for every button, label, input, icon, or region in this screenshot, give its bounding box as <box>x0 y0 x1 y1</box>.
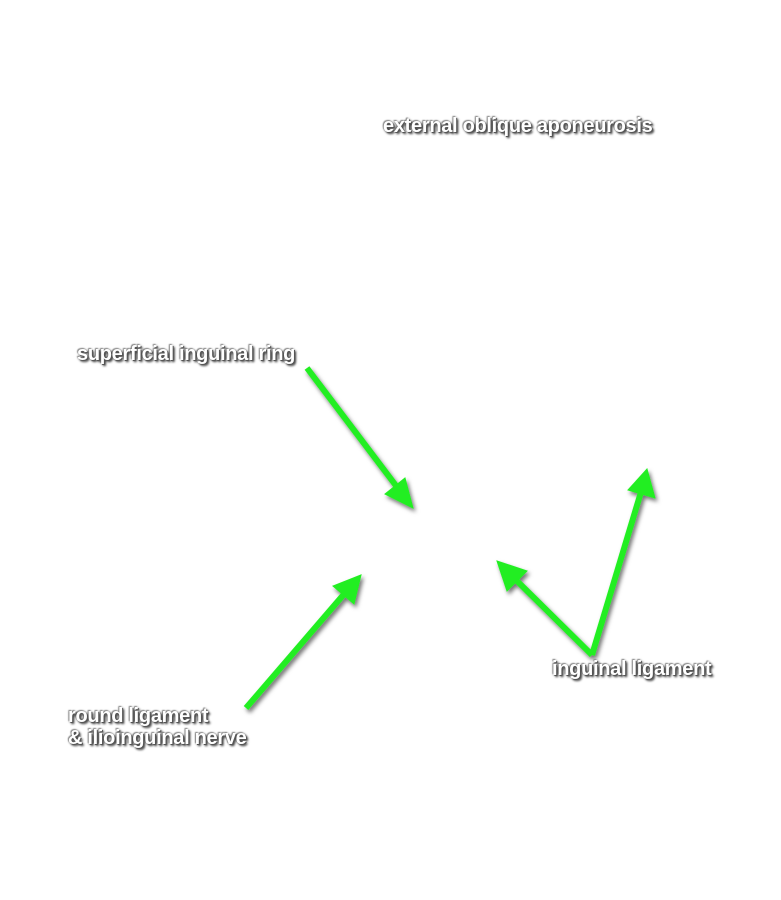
label-ilioinguinal-nerve: & ilioinguinal nerve <box>68 727 247 749</box>
label-round-ligament: round ligament <box>68 705 209 727</box>
arrow-inguinal-ligament-right <box>589 467 656 656</box>
label-external-oblique-aponeurosis: external oblique aponeurosis <box>383 115 653 137</box>
label-superficial-inguinal-ring: superficial inguinal ring <box>77 343 296 365</box>
arrow-round-ligament <box>243 574 362 710</box>
arrow-inguinal-ligament-left <box>496 560 595 658</box>
arrow-superficial-ring <box>304 366 414 509</box>
label-inguinal-ligament: inguinal ligament <box>552 658 712 680</box>
